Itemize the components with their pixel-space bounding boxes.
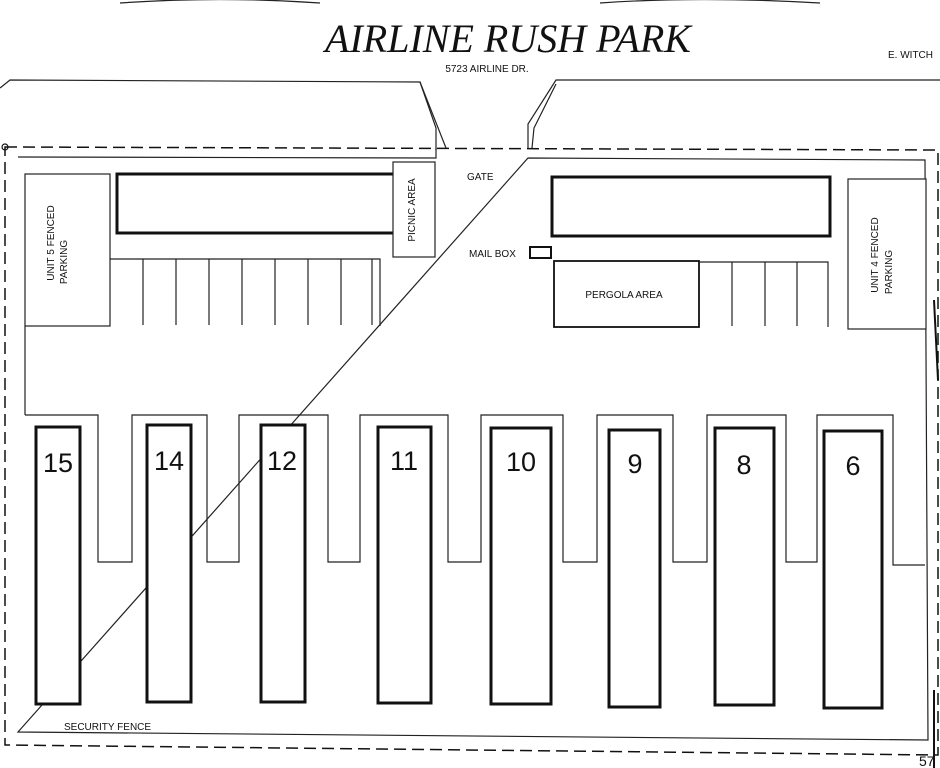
mailbox [529, 246, 552, 259]
unit-10: 10 [489, 426, 553, 706]
address-label: 5723 AIRLINE DR. [445, 64, 528, 75]
unit-9: 9 [607, 428, 662, 709]
lot-boundary [17, 148, 437, 159]
fence-corner-marker [1, 143, 9, 151]
unit4-parking-label: PARKING [884, 250, 895, 294]
unit-building [489, 426, 553, 706]
parking-outline-left [110, 258, 381, 326]
unit-number: 6 [845, 451, 860, 481]
unit-building [713, 426, 776, 707]
unit-number: 12 [267, 446, 297, 476]
unit4-parking-label: UNIT 4 FENCED [870, 217, 881, 292]
driveway-outline [25, 414, 925, 566]
unit-number: 11 [390, 446, 418, 476]
unit-number: 14 [154, 446, 184, 476]
unit-14: 14 [145, 423, 193, 704]
mailbox-label: MAIL BOX [469, 249, 516, 260]
unit-building [34, 425, 82, 706]
unit5-parking-label: PARKING [59, 240, 70, 284]
unit5-fenced-parking [24, 173, 111, 327]
unit-building [822, 429, 884, 710]
unit-12: 12 [259, 423, 307, 704]
page-title: AIRLINE RUSH PARK [322, 16, 693, 61]
right-edge-line [933, 299, 939, 381]
street-outline-right [527, 79, 940, 148]
gate-line-right [531, 83, 557, 149]
street-label: E. WITCH [888, 50, 933, 61]
picnic-area-label: PICNIC AREA [407, 178, 418, 242]
unit-6: 6 [822, 429, 884, 710]
corner-number: 57 [919, 753, 935, 768]
unit-building [145, 423, 193, 704]
building-top-left [115, 172, 396, 235]
parking-stripes-left [142, 259, 373, 325]
pergola-area-label: PERGOLA AREA [585, 290, 663, 301]
gate-label: GATE [467, 172, 494, 183]
unit-building [607, 428, 662, 709]
street-outline-left [0, 79, 437, 150]
unit5-parking-label: UNIT 5 FENCED [46, 205, 57, 280]
unit-number: 10 [506, 447, 536, 477]
security-fence-line [4, 146, 939, 756]
unit4-fenced-parking [847, 178, 927, 330]
parking-stripes-right [731, 262, 798, 326]
top-edge-arc [599, 0, 821, 4]
unit-15: 15 [34, 425, 82, 706]
top-edge-arc [119, 0, 321, 4]
pergola-area [553, 260, 700, 328]
unit-11: 11 [376, 425, 433, 705]
unit-8: 8 [713, 426, 776, 707]
unit-number: 15 [43, 448, 73, 478]
unit-building [259, 423, 307, 704]
unit-number: 8 [736, 450, 751, 480]
security-fence-label: SECURITY FENCE [64, 722, 151, 733]
picnic-area [392, 161, 436, 258]
gate-line-left [419, 81, 447, 149]
parking-outline-right [699, 261, 829, 327]
unit-number: 9 [627, 449, 642, 479]
building-top-right [550, 175, 832, 238]
unit-building [376, 425, 433, 705]
